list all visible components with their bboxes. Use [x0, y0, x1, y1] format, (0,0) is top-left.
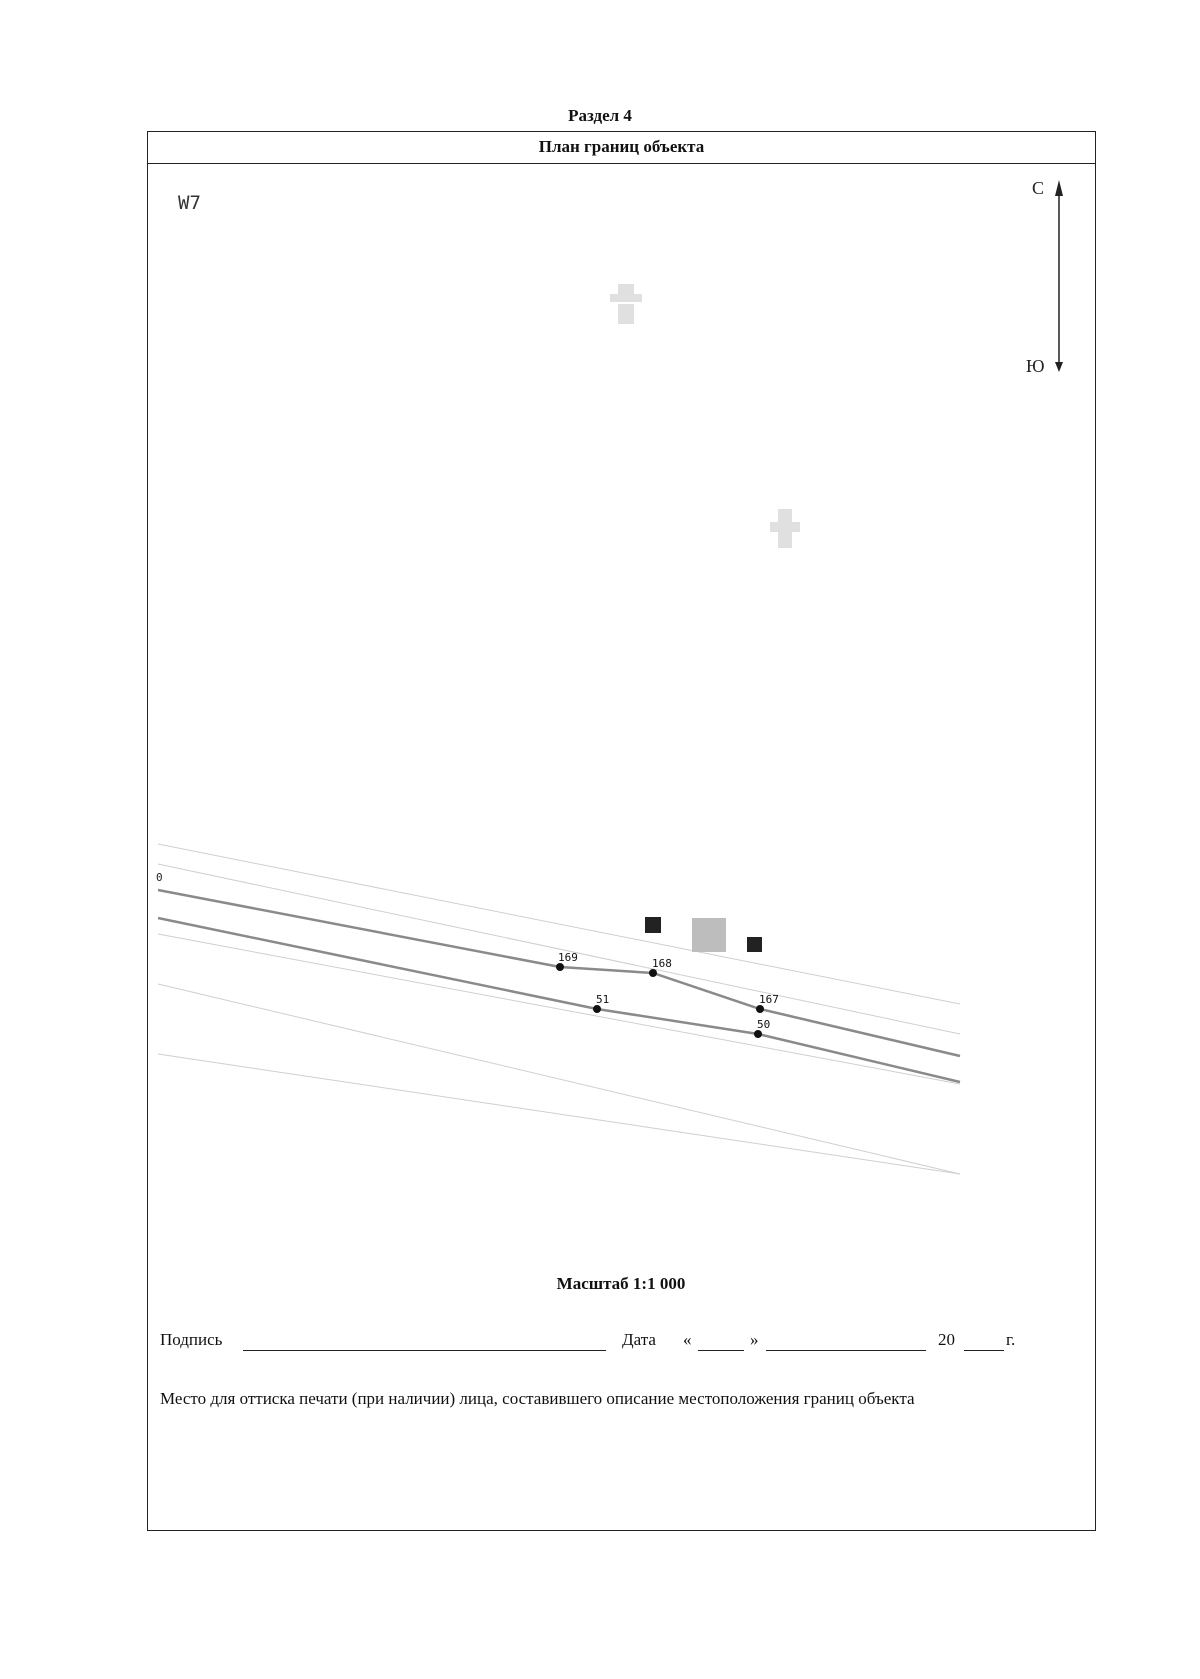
point-50-marker	[754, 1030, 762, 1038]
faint-line	[157, 863, 961, 1035]
section-heading: Раздел 4	[568, 106, 632, 125]
faint-mark	[778, 532, 792, 548]
quote-open: «	[683, 1330, 692, 1349]
north-label: С	[1032, 178, 1045, 198]
signature-line[interactable]	[243, 1330, 606, 1351]
map-canvas: 0 169 168 167 51 50	[156, 284, 961, 1175]
building-dark	[645, 917, 661, 933]
faint-mark	[778, 509, 792, 523]
point-50-label: 50	[757, 1018, 770, 1031]
faint-line	[157, 843, 961, 1005]
plan-title: План границ объекта	[148, 132, 1095, 164]
background-lines	[157, 843, 961, 1175]
faint-line	[157, 983, 961, 1175]
sheet-label: W7	[178, 192, 201, 214]
edge-label: 0	[156, 871, 163, 884]
south-label: Ю	[1026, 356, 1045, 376]
point-168-marker	[649, 969, 657, 977]
point-167-label: 167	[759, 993, 779, 1006]
faint-mark	[618, 304, 634, 324]
lower-boundary-line	[157, 916, 961, 1084]
upper-boundary-line	[157, 888, 961, 1058]
faint-marks	[610, 284, 800, 548]
building-dark	[747, 937, 762, 952]
point-167-marker	[756, 1005, 764, 1013]
signature-label: Подпись	[160, 1330, 223, 1349]
faint-mark	[770, 522, 800, 532]
point-51-label: 51	[596, 993, 609, 1006]
quote-close: »	[750, 1330, 759, 1349]
day-line[interactable]	[698, 1330, 744, 1351]
signature-row: Подпись Дата « » 20 г.	[160, 1330, 1080, 1360]
boundary-map: 0 169 168 167 51 50 W7 С	[148, 164, 1094, 1408]
point-169-marker	[556, 963, 564, 971]
point-169-label: 169	[558, 951, 578, 964]
date-label: Дата	[622, 1330, 656, 1349]
north-arrow: С Ю	[1026, 178, 1076, 378]
point-168-label: 168	[652, 957, 672, 970]
point-51-marker	[593, 1005, 601, 1013]
month-line[interactable]	[766, 1330, 926, 1351]
boundary-points: 169 168 167 51 50	[556, 951, 779, 1038]
scale-label: Масштаб 1:1 000	[556, 1274, 686, 1293]
north-arrow-icon	[1055, 180, 1063, 372]
faint-line	[157, 933, 961, 1085]
building-gray	[692, 918, 726, 952]
year-suffix: г.	[1006, 1330, 1016, 1349]
faint-mark	[610, 294, 642, 302]
stamp-note: Место для оттиска печати (при наличии) л…	[160, 1389, 915, 1408]
year-prefix: 20	[938, 1330, 955, 1349]
plan-frame: План границ объекта	[147, 131, 1096, 1531]
year-line[interactable]	[964, 1330, 1004, 1351]
faint-line	[157, 1053, 961, 1175]
